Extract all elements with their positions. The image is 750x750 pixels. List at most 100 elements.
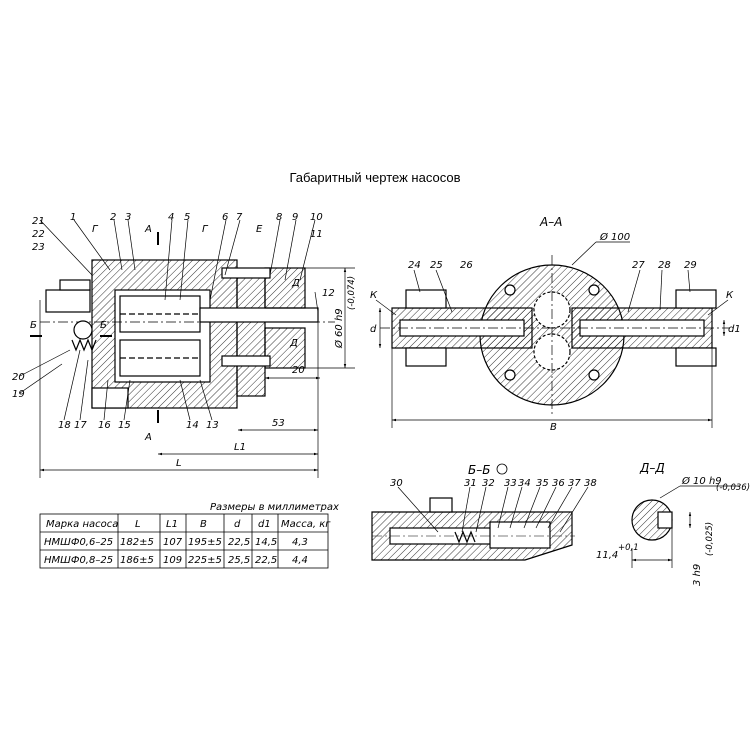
table-header-cell: Марка насоса [46,519,118,530]
label-6: 6 [222,212,228,223]
marker-k-right: К [726,290,734,301]
label-1: 1 [70,212,76,223]
label-21: 21 [32,216,45,227]
table-cell: НМШФ0,6–25 [44,537,113,548]
dim-d10-tol: (-0,036) [716,483,750,493]
marker-g-right: Г [202,224,209,235]
marker-k-left: К [370,290,378,301]
label-38: 38 [584,478,597,489]
dim-d10: Ø 10 h9 [681,475,722,487]
dim-3h9-tol: (-0,025) [705,522,715,556]
dim-L1: L1 [234,442,246,453]
label-33: 33 [504,478,517,489]
label-11: 11 [310,229,323,240]
table-header-cell: L [135,519,141,530]
label-35: 35 [536,478,549,489]
label-29: 29 [684,260,697,271]
table-header-cell: d [234,519,241,530]
table-row: НМШФ0,8–25 186±5 109 225±5 25,5 22,5 4,4 [44,555,308,566]
marker-b-left: Б [30,320,37,331]
drawing-title: Габаритный чертеж насосов [289,170,461,185]
dim-d100: Ø 100 [599,231,630,243]
section-bb-view [371,497,575,561]
table-cell: 182±5 [120,537,154,548]
dim-d1: d1 [728,324,741,335]
table-cell: 22,5 [228,537,250,548]
table-cell: 225±5 [188,555,222,566]
dim-d60-tol: (-0,074) [347,276,357,310]
label-14: 14 [186,420,199,431]
label-27: 27 [632,260,645,271]
label-19: 19 [12,389,25,400]
table-cell: НМШФ0,8–25 [44,555,113,566]
label-2: 2 [110,212,116,223]
label-3: 3 [125,212,131,223]
section-bb-title: Б–Б [468,463,490,477]
label-18: 18 [58,420,71,431]
label-16: 16 [98,420,111,431]
label-23: 23 [32,242,45,253]
table-cell: 195±5 [188,537,222,548]
label-36: 36 [552,478,565,489]
table-cell: 186±5 [120,555,154,566]
dim-B: B [550,422,557,433]
label-32: 32 [482,478,495,489]
section-aa-view [380,255,730,415]
label-17: 17 [74,420,87,431]
dim-11-4-tol: +0,1 [618,543,639,553]
table-header-cell: Масса, кг [281,519,331,530]
dim-d60: Ø 60 h9 [333,308,345,349]
label-25: 25 [430,260,443,271]
table-cell: 4,3 [292,537,308,548]
section-dd-title: Д–Д [639,461,665,475]
label-37: 37 [568,478,581,489]
label-15: 15 [118,420,131,431]
label-7: 7 [236,212,243,223]
table-row: НМШФ0,6–25 182±5 107 195±5 22,5 14,5 4,3 [44,537,308,548]
table-cell: 14,5 [255,537,277,548]
table-header-cell: B [200,519,207,530]
label-28: 28 [658,260,671,271]
label-9: 9 [292,212,298,223]
label-24: 24 [408,260,421,271]
label-4: 4 [168,212,174,223]
table-cell: 25,5 [228,555,250,566]
dim-11-4: 11,4 [596,550,618,561]
table-cell: 4,4 [292,555,308,566]
table-caption: Размеры в миллиметрах [210,502,339,513]
dim-3h9: 3 h9 [692,564,703,586]
marker-g-left: Г [92,224,99,235]
marker-e: Е [256,224,263,235]
marker-d-bottom: Д [289,338,298,349]
label-34: 34 [518,478,531,489]
label-12: 12 [322,288,335,299]
label-13: 13 [206,420,219,431]
table-cell: 22,5 [255,555,277,566]
label-22: 22 [32,229,45,240]
main-view [40,259,335,409]
label-20: 20 [12,372,25,383]
section-aa-title: А–А [539,215,562,229]
table-cell: 109 [163,555,182,566]
table-header-row: Марка насоса L L1 B d d1 Масса, кг [46,519,331,530]
section-dd-view [631,499,673,541]
label-10: 10 [310,212,323,223]
dim-53: 53 [272,418,285,429]
drive-shaft [199,307,319,323]
dim-20: 20 [292,365,305,376]
marker-b-right: Б [100,320,107,331]
table-header-cell: L1 [166,519,178,530]
dim-L: L [176,458,182,469]
label-30: 30 [390,478,403,489]
label-26: 26 [460,260,473,271]
label-5: 5 [184,212,190,223]
table-cell: 107 [163,537,183,548]
label-8: 8 [276,212,282,223]
marker-a-bottom: А [144,432,152,443]
marker-a-top: А [144,224,152,235]
dimensions-table [39,513,329,569]
dim-d: d [370,324,377,335]
side-fitting [45,289,91,313]
marker-d-top: Д [291,278,300,289]
